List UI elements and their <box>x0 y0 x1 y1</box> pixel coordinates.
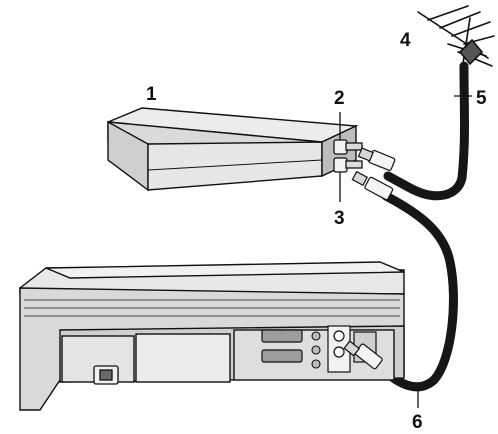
callout-3: 3 <box>334 208 345 229</box>
receiver-box <box>107 107 359 192</box>
callout-5: 5 <box>476 88 487 109</box>
leader-lines <box>339 95 472 408</box>
antenna-cable <box>383 61 469 201</box>
rca-jacks <box>311 331 321 369</box>
callout-4: 4 <box>400 30 411 51</box>
rf-connector-out <box>333 157 348 173</box>
scart-sockets <box>261 329 303 363</box>
connecting-cable <box>379 191 458 392</box>
antenna-icon <box>417 5 495 71</box>
callout-6: 6 <box>412 412 423 433</box>
power-socket-icon <box>93 365 119 385</box>
connecting-cable-plug-bottom <box>343 340 383 370</box>
callout-1: 1 <box>146 84 157 105</box>
callout-2: 2 <box>334 88 345 109</box>
connecting-cable-plug-top <box>351 170 394 201</box>
antenna-cable-plug <box>357 147 396 171</box>
rf-connector-in <box>333 139 348 155</box>
